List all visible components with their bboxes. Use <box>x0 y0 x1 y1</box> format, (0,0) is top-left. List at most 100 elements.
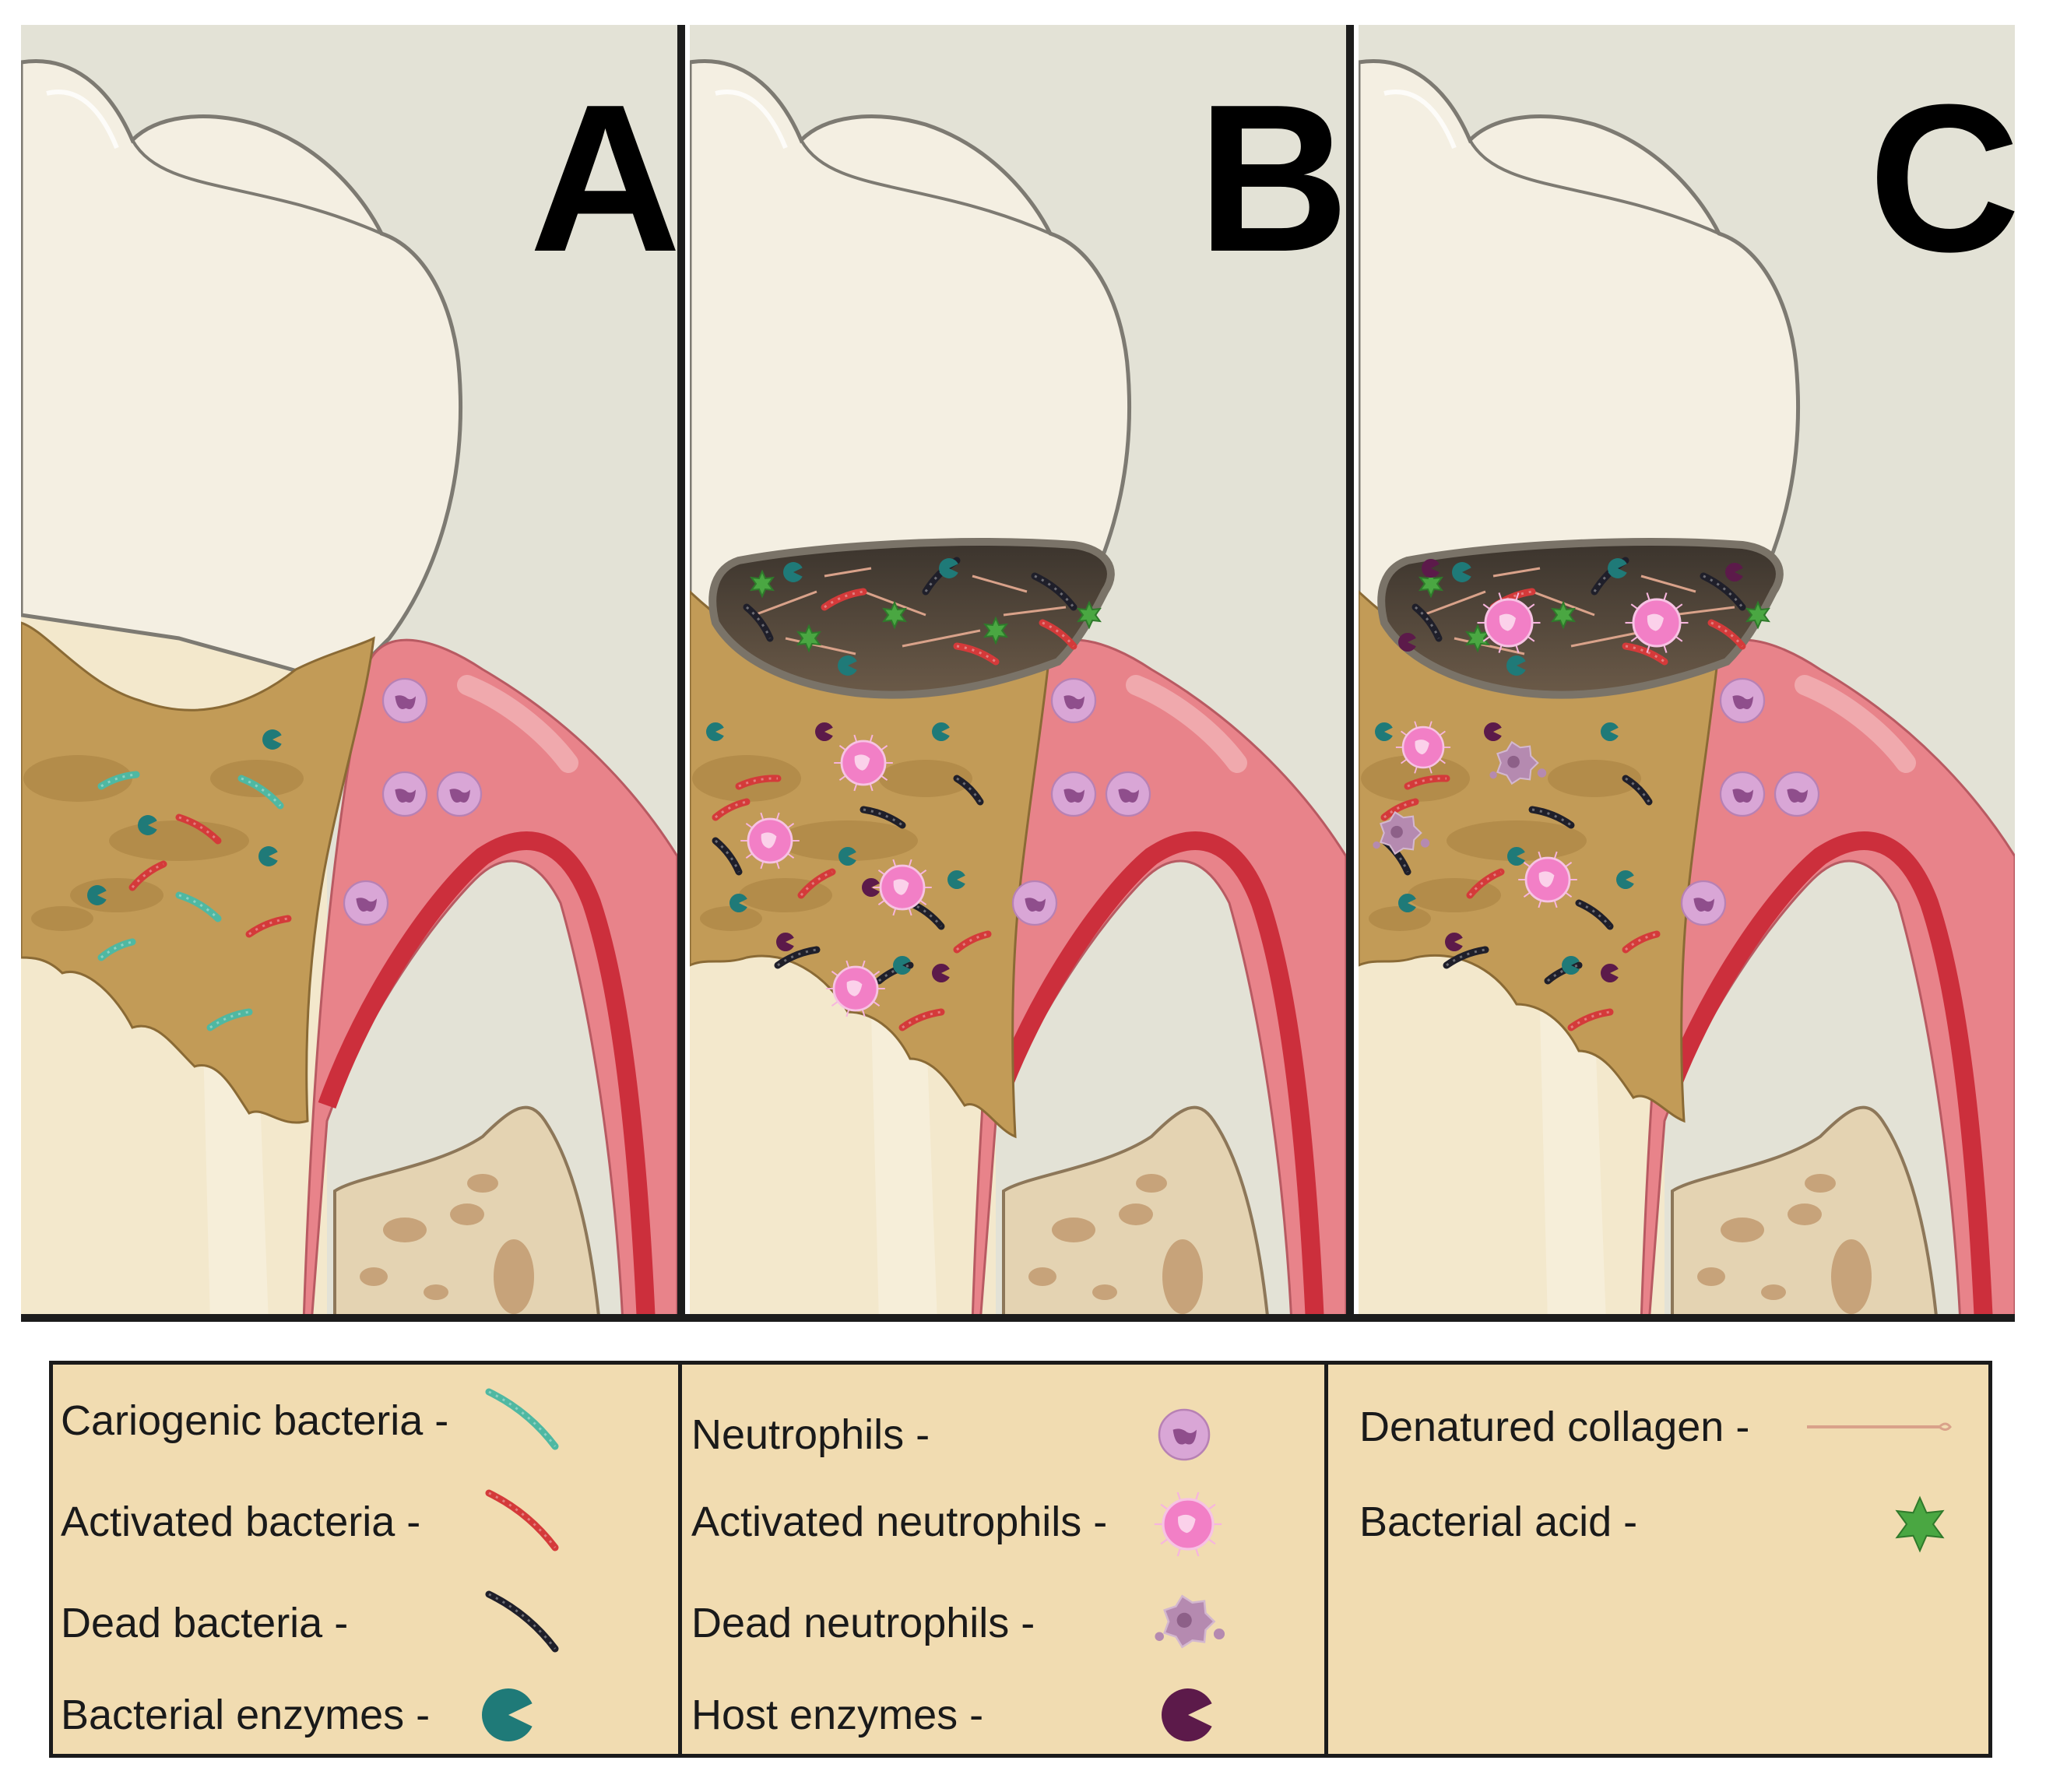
legend-label: Activated bacteria - <box>61 1499 421 1545</box>
bacterial-enzyme-icon <box>482 1688 533 1741</box>
neutrophil-icon <box>1158 1408 1211 1461</box>
bacterium-body <box>860 806 906 829</box>
legend-column-matrix: Denatured collagen - Bacterial acid - <box>1324 1365 1992 1754</box>
bacterium-body <box>97 771 140 790</box>
cell-nucleus <box>1732 789 1753 803</box>
legend-item: Activated bacteria - <box>61 1475 420 1569</box>
cell-nucleus <box>449 789 470 803</box>
bacterium-body <box>1567 1008 1614 1031</box>
lesion-texture <box>1447 820 1587 861</box>
bacterium-body <box>1404 775 1450 790</box>
enzyme-pacman <box>1375 722 1393 741</box>
root-canal <box>1540 1012 1606 1316</box>
acid-shape <box>881 600 908 630</box>
lesion-texture <box>700 906 762 931</box>
enzyme-pacman <box>262 729 282 750</box>
enzyme-pacman <box>1562 956 1580 975</box>
gingival-neutrophils <box>1011 677 1151 926</box>
bacterium-body <box>1466 868 1505 899</box>
bone-pore <box>1028 1267 1056 1286</box>
enzyme-pacman <box>258 846 278 866</box>
lesion-texture <box>109 820 249 861</box>
bacterium-segments <box>1703 574 1744 608</box>
enzyme-pacman <box>1398 633 1416 652</box>
bone-pore <box>1831 1239 1872 1314</box>
bone-pore <box>1721 1218 1764 1242</box>
cavity-contents <box>743 557 1102 676</box>
lesion-texture <box>1369 906 1431 931</box>
bone-pore <box>424 1284 448 1300</box>
bone-pore <box>450 1203 484 1225</box>
cell-nucleus <box>1499 613 1516 631</box>
panel-divider <box>1346 25 1354 1321</box>
bacterium-segments <box>1547 964 1580 982</box>
bacterium-body <box>245 915 292 938</box>
enzyme-pacman <box>729 894 747 913</box>
lesion-texture <box>692 755 801 802</box>
legend-label: Host enzymes - <box>691 1692 984 1738</box>
bacterium-body <box>797 868 836 899</box>
cell-nucleus <box>395 695 416 709</box>
bone-pore <box>1788 1203 1822 1225</box>
lesion-texture <box>70 878 163 912</box>
legend-column-bacteria: Cariogenic bacteria - Activated bacteria… <box>53 1365 678 1754</box>
bone-pore <box>1119 1203 1153 1225</box>
bacterium-body <box>735 775 782 790</box>
enzyme-pacman <box>706 722 724 741</box>
crown-ridge <box>131 139 382 235</box>
bacterium-body <box>1700 572 1746 611</box>
cell-nucleus <box>1172 1428 1197 1445</box>
cell-nucleus <box>395 789 416 803</box>
bacterium-body <box>1443 946 1489 969</box>
collagen-fibre <box>824 567 872 578</box>
crown-ridge <box>1468 139 1720 235</box>
cell-nucleus <box>1063 789 1085 803</box>
bacterium-segments <box>1625 933 1658 951</box>
bacterium-segments <box>956 933 989 951</box>
crown-highlight <box>715 90 788 149</box>
cell-nucleus <box>1063 695 1085 709</box>
activated-neutrophil-icon <box>1154 1492 1222 1557</box>
bacterium-body <box>1380 798 1419 821</box>
cell-nucleus <box>356 898 377 912</box>
bacterium-body <box>875 961 914 985</box>
cell-fragment <box>1507 755 1520 768</box>
enzyme-pacman <box>932 722 950 741</box>
lesion-texture <box>1548 760 1641 797</box>
legend-label: Bacterial enzymes - <box>61 1692 431 1738</box>
enzyme-pacman <box>1422 559 1440 578</box>
bacterium-body <box>1031 572 1077 611</box>
crown-highlight <box>1383 90 1457 149</box>
bacterium-segments <box>488 1390 557 1447</box>
legend-label: Denatured collagen - <box>1359 1404 1750 1450</box>
collagen-fibre <box>1492 567 1541 578</box>
gingiva-highlight <box>457 675 578 773</box>
bacterium-body <box>175 891 222 922</box>
legend-item: Denatured collagen - <box>1359 1380 1749 1474</box>
panel-letter-b: B <box>1197 61 1349 296</box>
legend-label: Cariogenic bacteria - <box>61 1397 449 1444</box>
gingival-epithelium <box>318 831 656 1316</box>
legend-item: Bacterial enzymes - <box>61 1668 430 1762</box>
collagen-fibre <box>1640 574 1696 593</box>
gingival-neutrophils <box>1680 677 1820 926</box>
bacterium-body <box>821 588 867 611</box>
bacterium-body <box>1707 619 1746 650</box>
cell-nucleus <box>1118 789 1139 803</box>
legend-column-neutrophils: Neutrophils - Activated neutrophils - De… <box>678 1365 1328 1754</box>
legend-label: Neutrophils - <box>691 1411 930 1458</box>
enzyme-pacman <box>893 956 911 975</box>
cell-nucleus <box>1787 789 1808 803</box>
bacterium-body <box>743 603 774 642</box>
bone-pore <box>1136 1174 1167 1193</box>
bone-pore <box>1805 1174 1836 1193</box>
legend-item: Activated neutrophils - <box>691 1475 1107 1569</box>
bacterium-body <box>485 1590 559 1653</box>
cell-debris <box>1213 1628 1225 1640</box>
enzyme-pacman <box>1162 1688 1212 1741</box>
panel-a <box>21 25 677 1316</box>
bone-pore <box>1697 1267 1725 1286</box>
activated-bacteria-icon <box>485 1489 559 1551</box>
dead-neutrophil-icon <box>1155 1594 1225 1649</box>
